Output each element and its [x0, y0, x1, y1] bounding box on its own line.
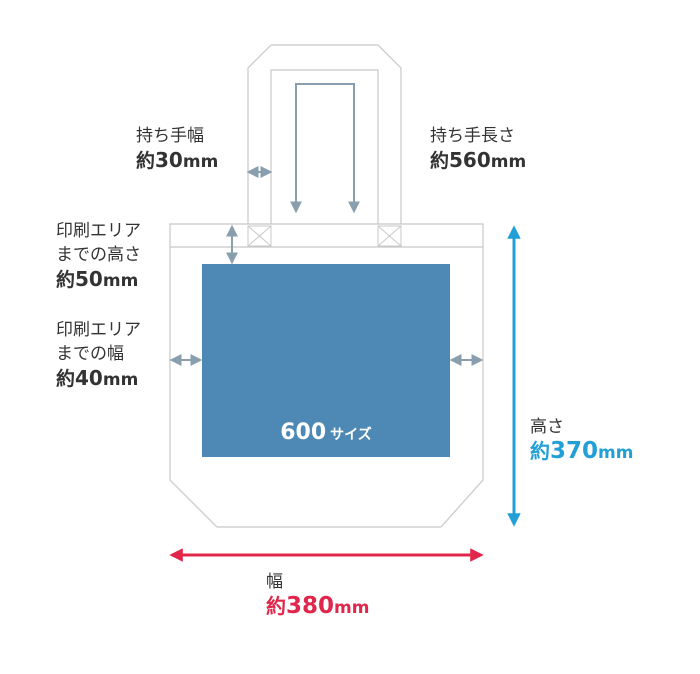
print-top-margin-line2: までの高さ [56, 245, 141, 265]
print-top-margin-value: 約50mm [56, 267, 139, 291]
handle-length-title: 持ち手長さ [430, 126, 515, 146]
print-top-margin-label: 印刷エリア までの高さ 約50mm [56, 219, 141, 293]
handle-stitch-left [247, 225, 272, 247]
handle-outer-outline [247, 44, 402, 224]
print-side-margin-line2: までの幅 [56, 344, 124, 364]
bag-width-label: 幅 約380mm [266, 570, 369, 620]
bag-height-label: 高さ 約370mm [530, 415, 633, 465]
handle-stitch-right [377, 225, 402, 247]
print-side-margin-label: 印刷エリア までの幅 約40mm [56, 318, 141, 392]
handle-inner-outline [270, 69, 379, 224]
handle-length-arrow [290, 83, 360, 214]
bag-height-value: 約370mm [530, 438, 634, 464]
print-side-margin-line1: 印刷エリア [56, 320, 141, 340]
handle-width-value: 約30mm [136, 148, 219, 172]
handle-width-label: 持ち手幅 約30mm [136, 124, 218, 174]
print-area [202, 264, 450, 457]
bag-height-title: 高さ [530, 417, 564, 437]
bag-body-outline [169, 223, 484, 528]
handle-length-label: 持ち手長さ 約560mm [430, 124, 526, 174]
bag-width-value: 約380mm [266, 593, 370, 619]
handle-length-value: 約560mm [430, 148, 527, 172]
print-side-margin-value: 約40mm [56, 366, 139, 390]
handle-width-title: 持ち手幅 [136, 126, 204, 146]
bag-width-title: 幅 [266, 572, 283, 592]
print-top-margin-line1: 印刷エリア [56, 221, 141, 241]
